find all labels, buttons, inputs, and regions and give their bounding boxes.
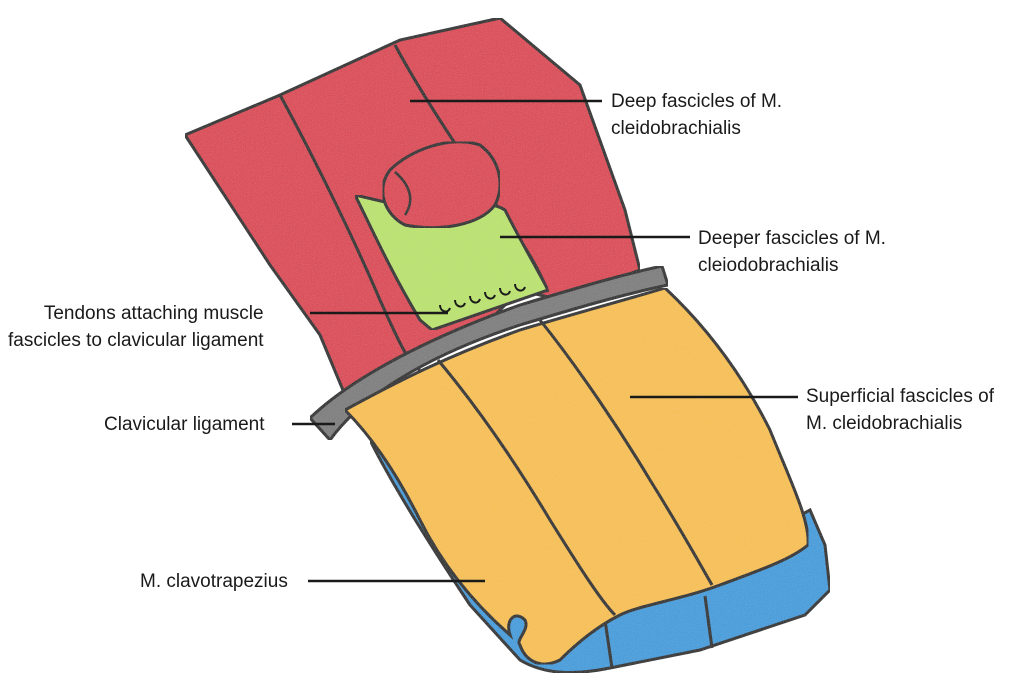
label-line: cleidobrachialis xyxy=(611,115,782,142)
label-line: Deeper fascicles of M. xyxy=(698,225,886,252)
label-deeper-fascicles: Deeper fascicles of M. cleiodobrachialis xyxy=(698,225,886,279)
label-tendons: Tendons attaching muscle fascicles to cl… xyxy=(8,300,264,354)
label-line: fascicles to clavicular ligament xyxy=(8,327,264,354)
label-superficial-fascicles: Superficial fascicles of M. cleidobrachi… xyxy=(806,383,994,437)
label-line: Superficial fascicles of xyxy=(806,383,994,410)
label-clavotrapezius: M. clavotrapezius xyxy=(140,568,288,595)
label-line: M. cleidobrachialis xyxy=(806,410,994,437)
label-line: cleiodobrachialis xyxy=(698,252,886,279)
label-line: Clavicular ligament xyxy=(104,411,265,438)
label-clavicular-ligament: Clavicular ligament xyxy=(104,411,265,438)
label-line: Tendons attaching muscle xyxy=(8,300,264,327)
label-line: Deep fascicles of M. xyxy=(611,88,782,115)
label-line: M. clavotrapezius xyxy=(140,568,288,595)
label-deep-fascicles: Deep fascicles of M. cleidobrachialis xyxy=(611,88,782,142)
